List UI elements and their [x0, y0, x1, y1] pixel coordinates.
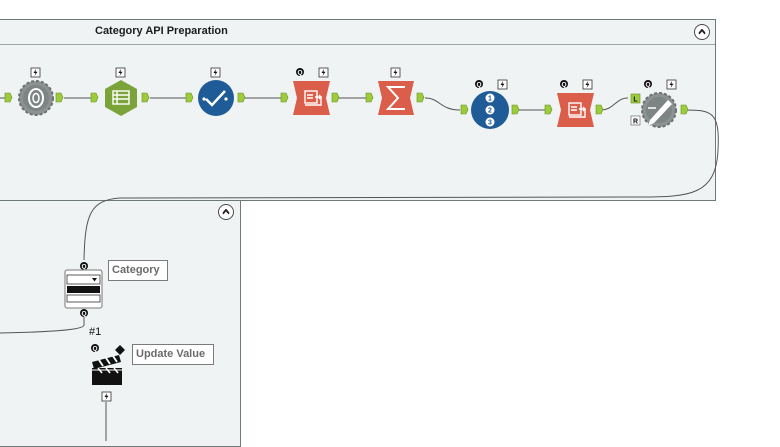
clapperboard-icon: [92, 355, 122, 385]
action-tool[interactable]: [91, 344, 125, 402]
collapse-container-button[interactable]: [694, 24, 710, 40]
join-left-anchor[interactable]: L: [630, 93, 641, 104]
collapse-up-icon: [222, 209, 230, 215]
data-cleansing-tool[interactable]: [185, 67, 246, 116]
interface-container[interactable]: [0, 200, 241, 447]
collapse-up-icon: [698, 29, 706, 35]
numbered-list-icon: 1 2 3: [485, 93, 495, 127]
container-title: Category API Preparation: [95, 25, 228, 37]
dropdown-interface-tool[interactable]: [64, 262, 103, 318]
checkmark-circle-icon: [202, 90, 228, 107]
sigma-icon: [385, 86, 405, 110]
update-value-annotation[interactable]: Update Value: [132, 344, 214, 365]
svg-text:2: 2: [488, 108, 492, 115]
dynamic-rename-tool[interactable]: [280, 67, 340, 115]
join-right-anchor[interactable]: R: [630, 115, 641, 126]
formula-tool[interactable]: L R: [630, 79, 689, 128]
text-to-columns-tool[interactable]: [90, 67, 150, 116]
connection-label: #1: [89, 326, 102, 338]
hexagon-table-icon: [112, 90, 130, 105]
svg-text:1: 1: [488, 96, 492, 103]
diamond-anchor-icon: [115, 345, 125, 355]
summarize-tool[interactable]: [365, 67, 425, 115]
dropdown-icon: [66, 274, 101, 303]
svg-text:3: 3: [488, 120, 492, 127]
connection-wires: [0, 97, 719, 441]
pencil-gear-icon: [648, 100, 672, 126]
dynamic-rename-tool-2[interactable]: [544, 79, 604, 127]
gear-lock-tool[interactable]: [4, 67, 64, 116]
gear-hexagon-icon: [28, 88, 44, 108]
record-id-tool[interactable]: 1 2 3: [460, 79, 520, 129]
collapse-container-button[interactable]: [218, 204, 234, 220]
svg-text:R: R: [633, 119, 638, 126]
svg-text:L: L: [633, 97, 638, 104]
category-annotation[interactable]: Category: [108, 260, 168, 281]
container-header: Category API Preparation: [0, 20, 715, 45]
